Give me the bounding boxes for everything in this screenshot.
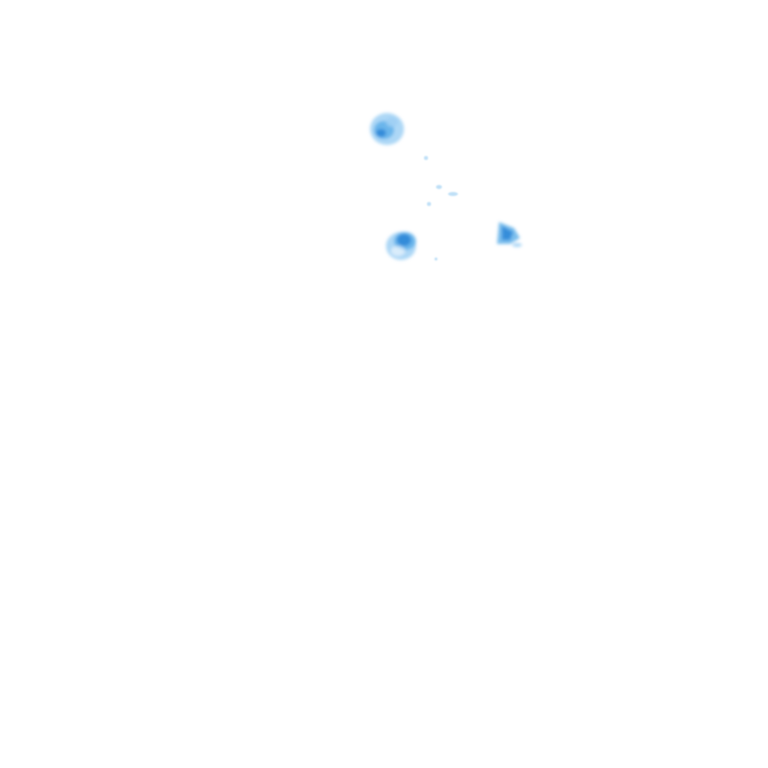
splash-top-left	[370, 113, 404, 145]
splash-bottom-left	[386, 232, 416, 260]
speck-4	[427, 202, 431, 206]
speck-3	[448, 192, 458, 196]
speck-1	[424, 156, 428, 160]
speck-2	[436, 185, 442, 189]
splash-right	[497, 222, 522, 247]
speck-5	[434, 257, 438, 261]
